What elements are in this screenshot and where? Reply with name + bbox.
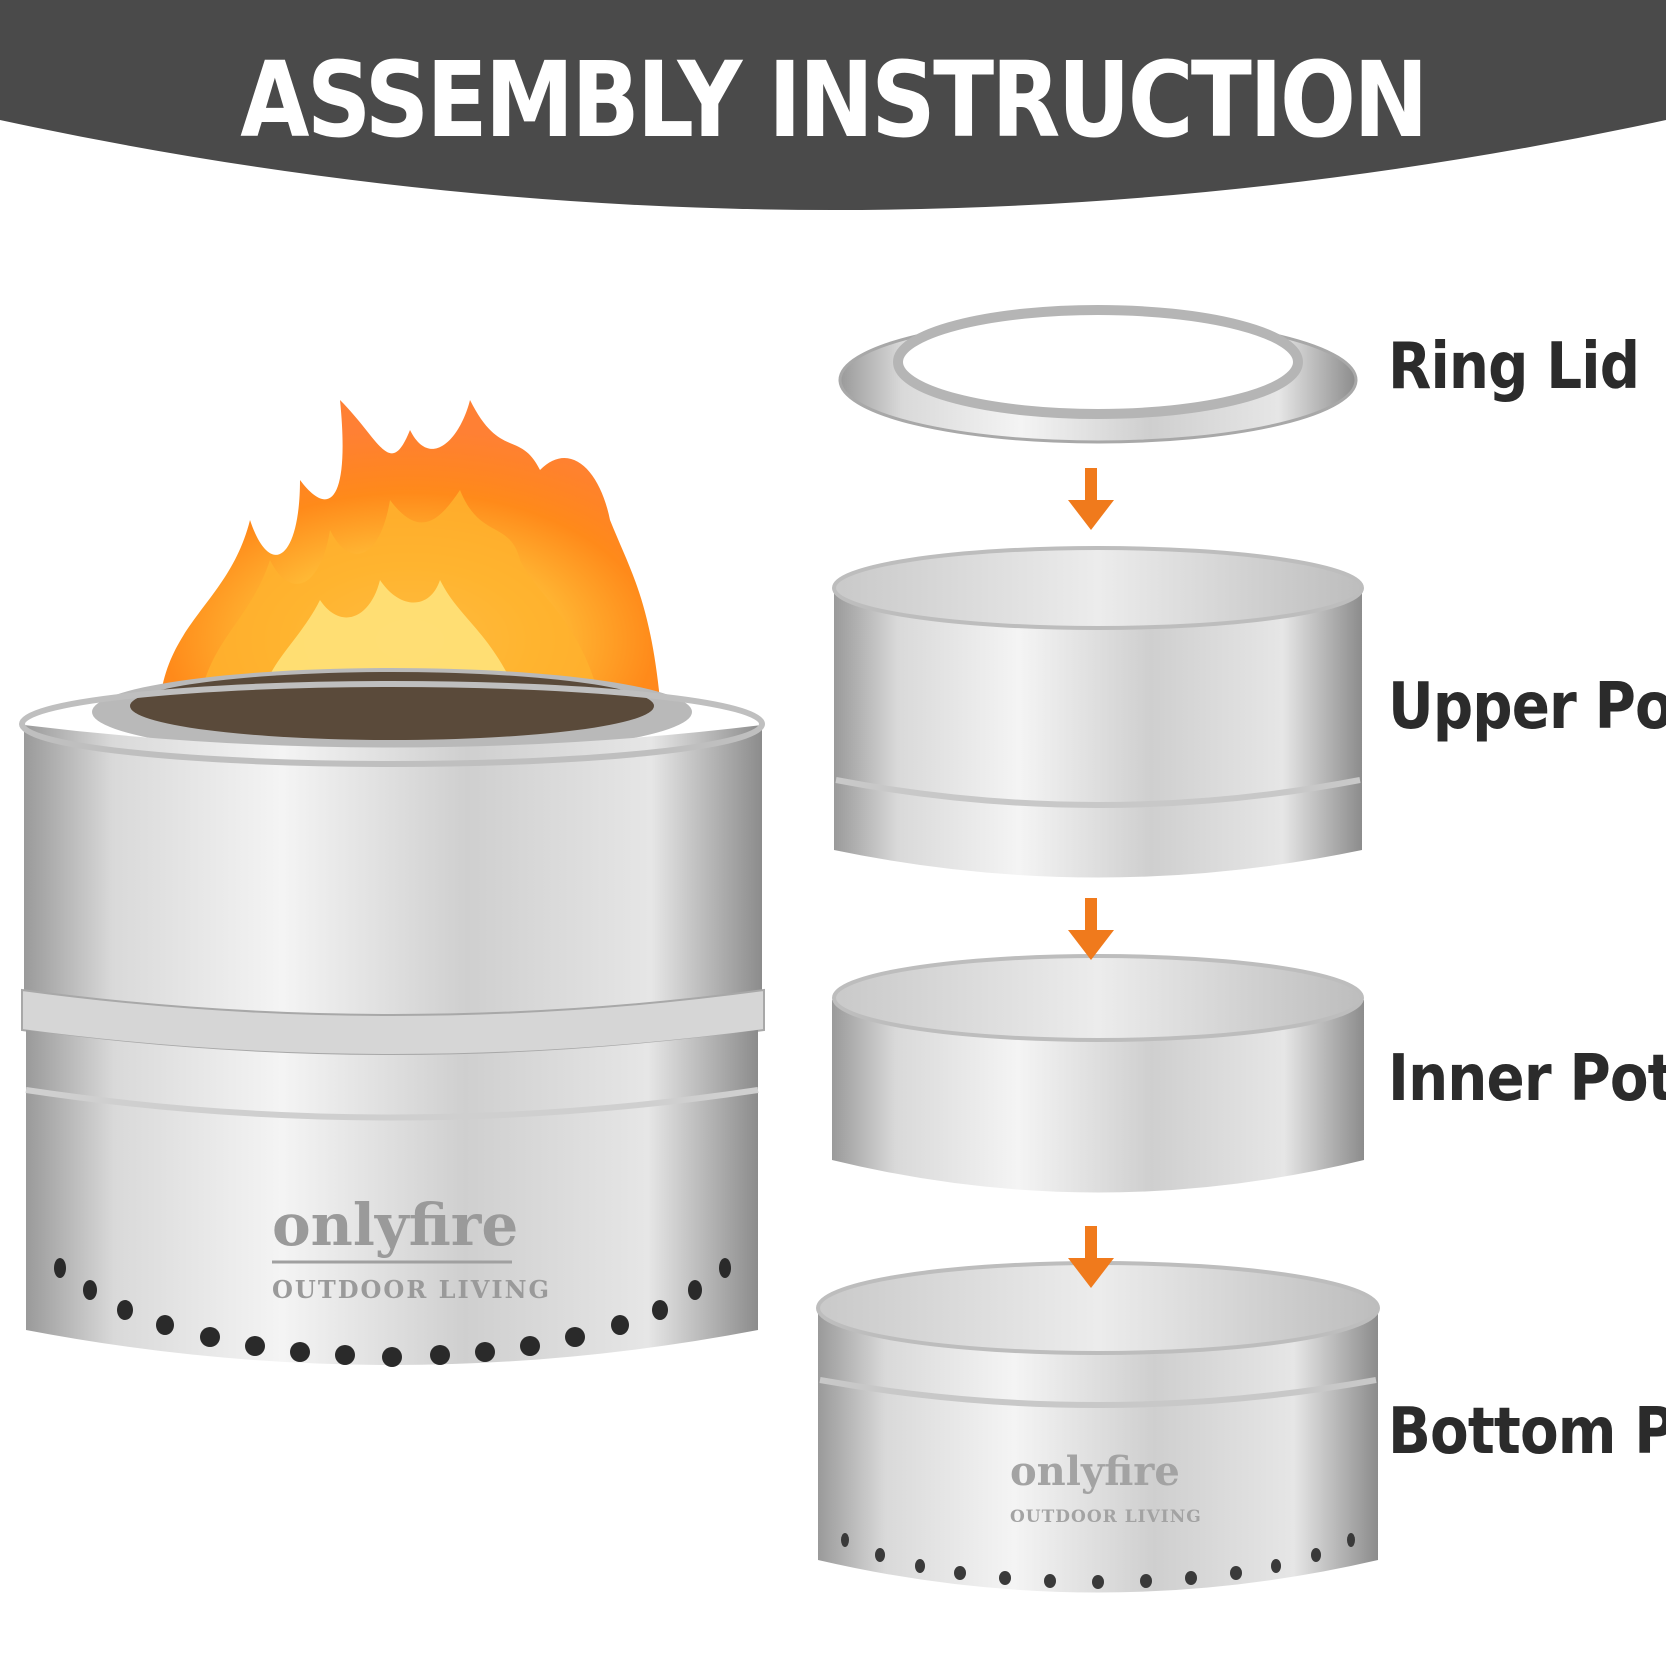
svg-text:onlyfire: onlyfire	[272, 1191, 518, 1259]
brand-logo: onlyfire OUTDOOR LIVING	[1010, 1448, 1202, 1527]
upper-pot-part	[832, 546, 1364, 878]
arrow-down-icon	[1068, 1226, 1114, 1288]
label-inner-pot: Inner Pot	[1388, 1042, 1666, 1116]
label-ring-lid: Ring Lid	[1388, 330, 1640, 404]
svg-text:OUTDOOR LIVING: OUTDOOR LIVING	[272, 1275, 551, 1304]
bottom-pot-part	[816, 1261, 1380, 1593]
vent-holes	[54, 1258, 731, 1367]
header-band	[0, 0, 1666, 210]
ring-lid-part	[838, 305, 1358, 444]
brand-logo: onlyfire OUTDOOR LIVING	[272, 1191, 551, 1304]
arrow-down-icon	[1068, 898, 1114, 960]
page-title: ASSEMBLY INSTRUCTION	[240, 39, 1428, 161]
label-upper-pot: Upper Pot	[1388, 670, 1666, 744]
arrow-down-icon	[1068, 468, 1114, 530]
assembled-fire-pit	[19, 400, 765, 1367]
flame-icon	[160, 400, 660, 700]
inner-pot-part	[832, 954, 1364, 1193]
label-bottom-pot: Bottom Pot	[1388, 1395, 1666, 1469]
svg-text:OUTDOOR LIVING: OUTDOOR LIVING	[1010, 1507, 1202, 1527]
svg-text:onlyfire: onlyfire	[1010, 1448, 1180, 1495]
